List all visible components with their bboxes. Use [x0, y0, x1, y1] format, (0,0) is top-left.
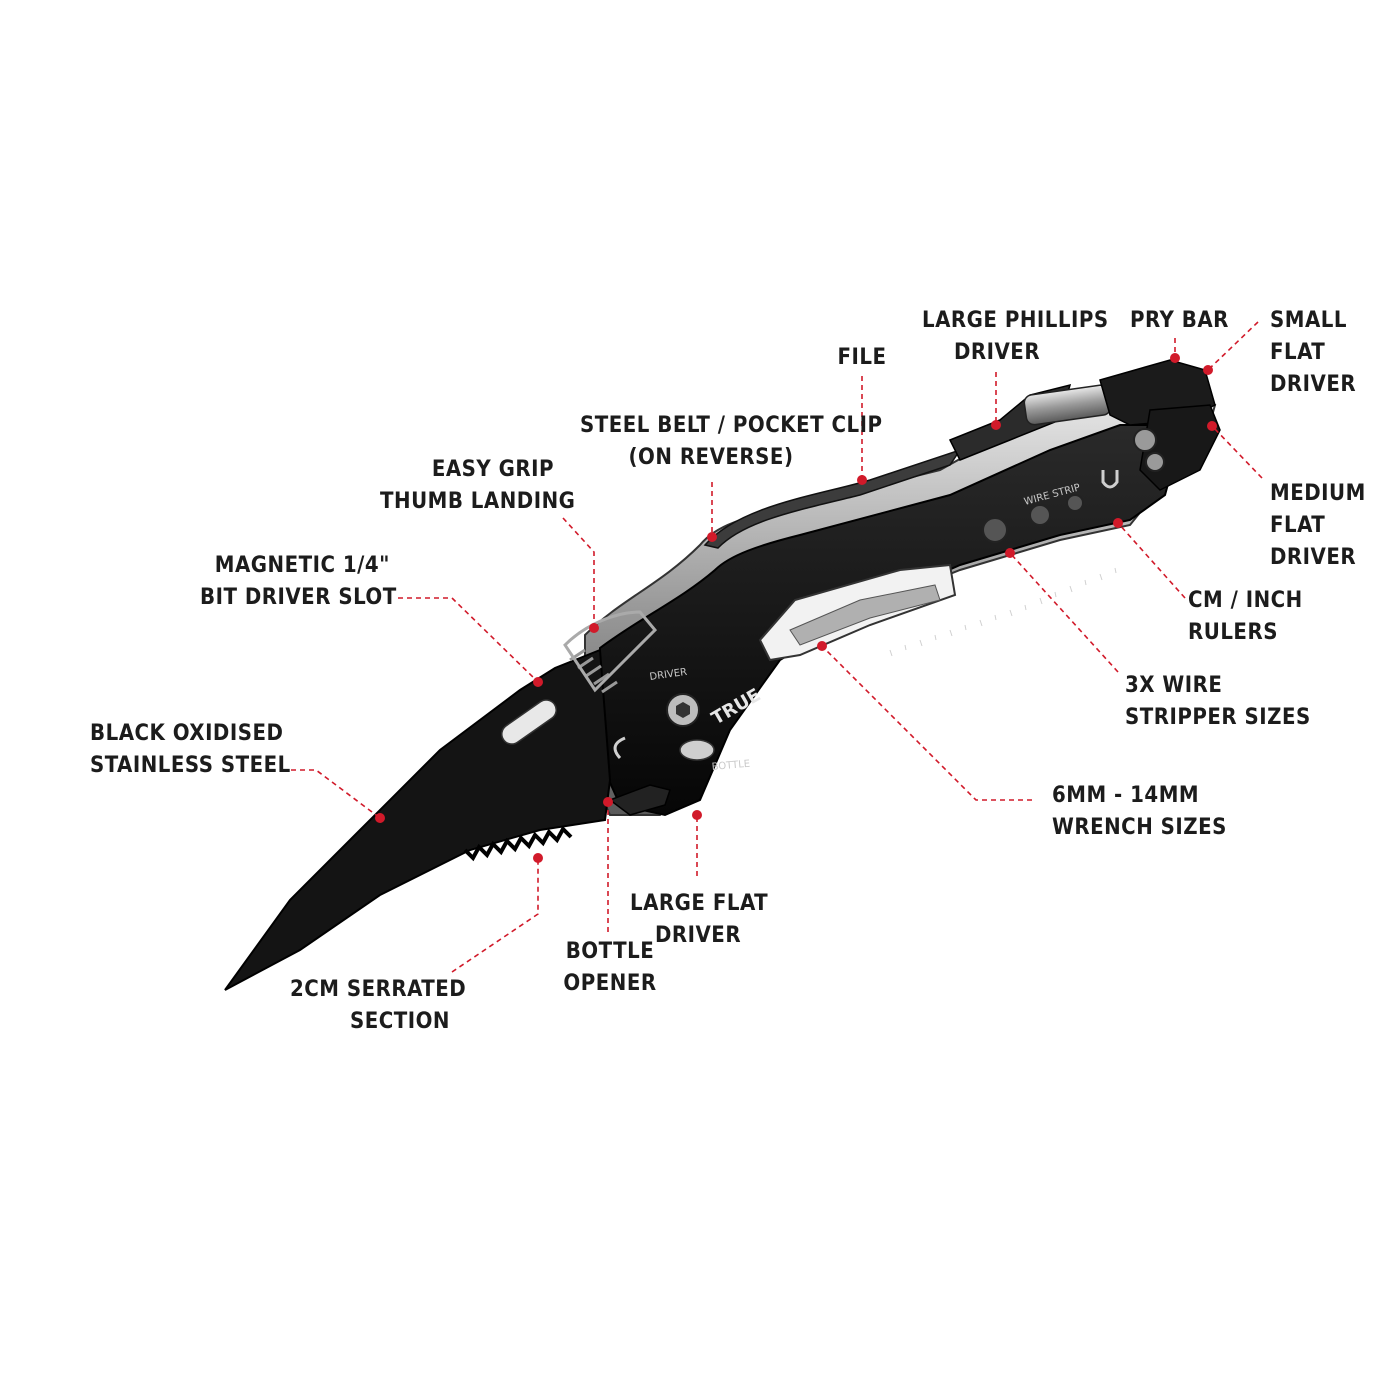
label-line: FLAT: [1270, 340, 1326, 365]
label-wrench-sizes: 6MM - 14MM WRENCH SIZES: [1052, 780, 1227, 844]
etched-bottle-text: BOTTLE: [711, 759, 750, 773]
label-line: LARGE PHILLIPS: [922, 308, 1109, 333]
leader-lines: [282, 321, 1263, 973]
label-line: DRIVER: [1270, 372, 1357, 397]
label-large-phillips-driver: LARGE PHILLIPS DRIVER: [922, 305, 1109, 369]
label-serrated-section: 2CM SERRATED SECTION: [290, 974, 467, 1038]
label-line: STRIPPER SIZES: [1125, 705, 1311, 730]
knife-blade: [224, 648, 612, 991]
label-line: 2CM SERRATED: [290, 977, 467, 1002]
label-bottle-opener: BOTTLE OPENER: [560, 936, 660, 1000]
wire-stripper-hole-2: [1029, 504, 1051, 526]
label-magnetic-bit-driver-slot: MAGNETIC 1/4" BIT DRIVER SLOT: [200, 550, 397, 614]
label-line: MAGNETIC 1/4": [214, 553, 390, 578]
label-line: BIT DRIVER SLOT: [200, 585, 397, 610]
pocket-clip: [703, 448, 962, 549]
label-large-flat-driver: LARGE FLAT DRIVER: [630, 888, 769, 952]
magnet-u-icon: [1101, 470, 1119, 489]
label-line: STEEL BELT / POCKET CLIP: [580, 413, 883, 438]
label-line: FLAT: [1270, 513, 1326, 538]
blade-thumb-slot: [501, 699, 557, 745]
pivot-screw-lower: [1145, 452, 1165, 472]
label-line: BLACK OXIDISED: [90, 721, 284, 746]
label-line: FILE: [837, 345, 887, 370]
label-line: PRY BAR: [1130, 308, 1229, 333]
label-line: EASY GRIP: [431, 457, 554, 482]
wire-stripper-hole-3: [1066, 494, 1084, 512]
label-line: (ON REVERSE): [628, 445, 794, 470]
bit-driver-bits: [789, 584, 941, 646]
thumb-grip-ridges: [569, 648, 618, 694]
label-line: WRENCH SIZES: [1052, 815, 1227, 840]
pivot-screw-upper: [1133, 428, 1157, 452]
label-line: OPENER: [563, 971, 657, 996]
label-line: BOTTLE: [565, 939, 655, 964]
label-line: THUMB LANDING: [380, 489, 576, 514]
thumb-grip: [563, 610, 658, 693]
label-line: RULERS: [1188, 620, 1278, 645]
bottle-opener-oval: [679, 739, 715, 761]
label-easy-grip-thumb-landing: EASY GRIP THUMB LANDING: [380, 454, 576, 518]
blade-serrations: [463, 825, 573, 862]
etched-driver-text: DRIVER: [649, 667, 688, 683]
label-steel-belt-pocket-clip: STEEL BELT / POCKET CLIP (ON REVERSE): [580, 410, 883, 474]
label-pry-bar: PRY BAR: [1130, 305, 1229, 337]
label-black-oxidised-steel: BLACK OXIDISED STAINLESS STEEL: [90, 718, 291, 782]
label-line: 6MM - 14MM: [1052, 783, 1200, 808]
label-medium-flat-driver: MEDIUM FLAT DRIVER: [1270, 478, 1380, 574]
label-line: 3X WIRE: [1125, 673, 1223, 698]
label-line: SMALL: [1270, 308, 1347, 333]
label-line: SECTION: [349, 1009, 450, 1034]
label-file: FILE: [830, 342, 894, 374]
label-cm-inch-rulers: CM / INCH RULERS: [1188, 585, 1318, 649]
label-line: STAINLESS STEEL: [90, 753, 291, 778]
driver-screw-hex: [676, 702, 690, 718]
label-line: DRIVER: [953, 340, 1041, 365]
ruler-ticks: [889, 567, 1117, 657]
label-line: DRIVER: [654, 923, 742, 948]
magnet-symbol-icon: [613, 736, 626, 760]
label-line: CM / INCH: [1188, 588, 1303, 613]
label-line: DRIVER: [1270, 545, 1357, 570]
label-line: MEDIUM: [1270, 481, 1366, 506]
label-small-flat-driver: SMALL FLAT DRIVER: [1270, 305, 1380, 401]
label-wire-stripper-sizes: 3X WIRE STRIPPER SIZES: [1125, 670, 1311, 734]
bottle-opener-hook: [608, 784, 671, 816]
wire-stripper-hole-1: [982, 517, 1008, 543]
label-line: LARGE FLAT: [630, 891, 769, 916]
